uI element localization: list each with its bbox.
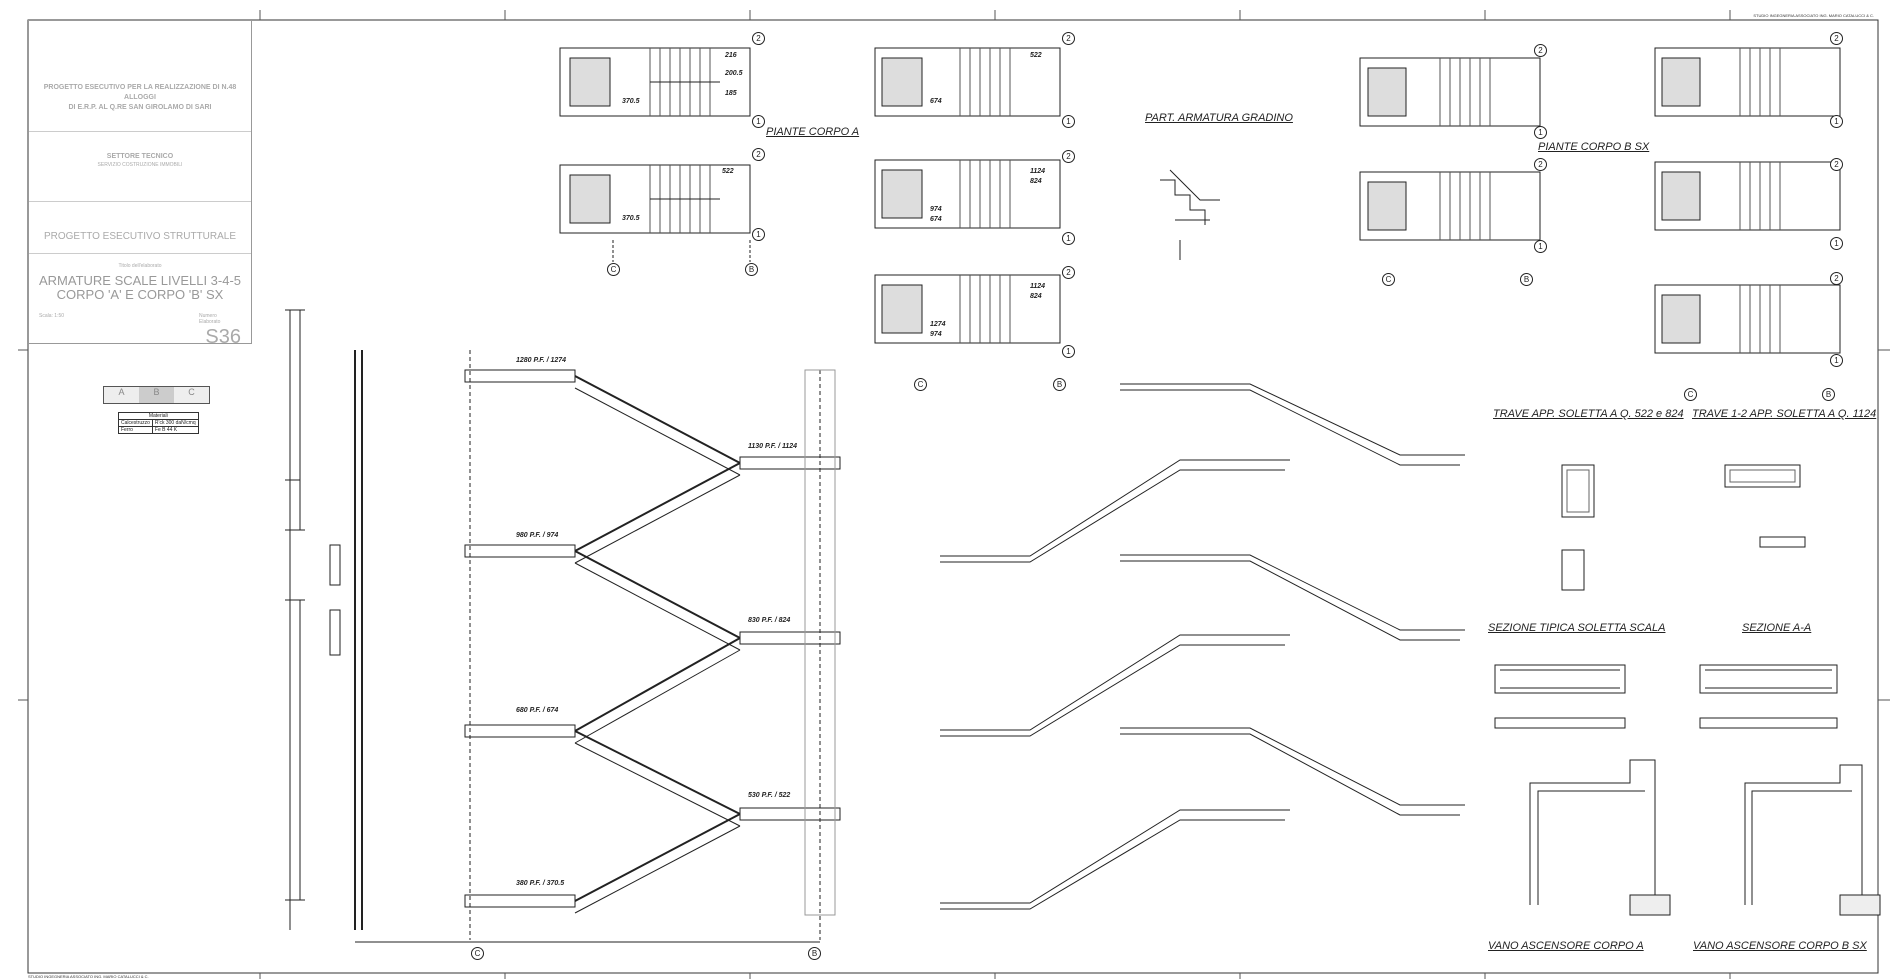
axis-marker: B (808, 947, 821, 960)
axis-marker: 1 (752, 115, 765, 128)
drawing-title-line2: CORPO 'A' E CORPO 'B' SX (56, 287, 224, 302)
axis-marker: 2 (1830, 158, 1843, 171)
axis-marker: 2 (1830, 32, 1843, 45)
label-vano-b: VANO ASCENSORE CORPO B SX (1693, 940, 1867, 952)
plan-level: 1124 (1030, 283, 1046, 290)
axis-marker: B (1520, 273, 1533, 286)
label-trave-1124: TRAVE 1-2 APP. SOLETTA A Q. 1124 (1692, 408, 1877, 420)
plan-level: 1124 (1030, 168, 1046, 175)
material-value: Fe B 44 K (151, 426, 199, 434)
elevation-674: 680 P.F. / 674 (516, 707, 559, 714)
studio-credit-top: STUDIO INGEGNERIA ASSOCIATO ING. MARIO C… (1753, 13, 1874, 18)
axis-marker: 1 (1062, 232, 1075, 245)
title-block: PROGETTO ESECUTIVO PER LA REALIZZAZIONE … (28, 20, 252, 348)
legend-section-a: A (118, 387, 125, 397)
axis-marker: C (471, 947, 484, 960)
label-piante-b: PIANTE CORPO B SX (1538, 141, 1650, 153)
plan-level: 522 (722, 168, 734, 175)
axis-marker: 1 (1062, 345, 1075, 358)
axis-marker: 2 (752, 32, 765, 45)
axis-marker: B (1053, 378, 1066, 391)
axis-marker: C (914, 378, 927, 391)
axis-marker: 2 (1062, 150, 1075, 163)
axis-marker: 2 (752, 148, 765, 161)
axis-marker: B (745, 263, 758, 276)
axis-marker: 2 (1062, 32, 1075, 45)
plan-level: 522 (1030, 52, 1042, 59)
axis-marker: 1 (1830, 115, 1843, 128)
gradino-detail (1160, 169, 1220, 260)
materials-title: Materiali (118, 412, 199, 420)
axis-marker: 2 (1534, 158, 1547, 171)
axis-marker: 2 (1534, 44, 1547, 57)
sector-title: SETTORE TECNICO (106, 153, 174, 160)
legend-section-c: C (188, 387, 195, 397)
axis-marker: 1 (1534, 126, 1547, 139)
axis-marker: C (607, 263, 620, 276)
axis-marker: C (1684, 388, 1697, 401)
elevation-1274: 1280 P.F. / 1274 (516, 357, 567, 364)
drawing-title-line1: ARMATURE SCALE LIVELLI 3-4-5 (38, 273, 242, 288)
label-vano-a: VANO ASCENSORE CORPO A (1488, 940, 1644, 952)
axis-marker: 1 (1830, 354, 1843, 367)
rebar-details (940, 383, 1465, 910)
plan-level: 974 (930, 206, 942, 213)
sheet-number: S36 (205, 326, 241, 348)
plan-b-col2 (1654, 47, 1841, 354)
axis-marker: 1 (752, 228, 765, 241)
plan-level: 185 (725, 90, 737, 97)
label-sezione-aa: SEZIONE A-A (1742, 622, 1812, 634)
title-label: Titolo dell'elaborato (118, 263, 162, 269)
plan-a-col1 (559, 47, 751, 262)
label-piante-a: PIANTE CORPO A (766, 126, 860, 138)
plan-level: 824 (1030, 293, 1042, 300)
plan-level: 216 (725, 52, 737, 59)
plan-level: 674 (930, 98, 942, 105)
section-legend: A B C (103, 386, 210, 404)
beam-sections (1494, 464, 1838, 729)
axis-marker: C (1382, 273, 1395, 286)
project-title: PROGETTO ESECUTIVO PER LA REALIZZAZIONE … (43, 84, 237, 111)
elevator-shafts (1529, 759, 1881, 916)
stair-section (285, 309, 841, 943)
legend-section-b: B (139, 387, 174, 403)
number-label: Numero Elaborato (199, 313, 221, 325)
label-part-armatura: PART. ARMATURA GRADINO (1145, 112, 1293, 124)
plan-level: 200.5 (725, 70, 743, 77)
label-sezione-tipica: SEZIONE TIPICA SOLETTA SCALA (1488, 622, 1666, 634)
axis-marker: 2 (1062, 266, 1075, 279)
elevation-1124: 1130 P.F. / 1124 (748, 443, 798, 450)
plan-level: 974 (930, 331, 942, 338)
elevation-522: 530 P.F. / 522 (748, 792, 791, 799)
elevation-824: 830 P.F. / 824 (748, 617, 791, 624)
plan-level: 824 (1030, 178, 1042, 185)
material-label: Ferro (118, 426, 153, 434)
axis-marker: 1 (1534, 240, 1547, 253)
studio-credit-bottom: STUDIO INGEGNERIA ASSOCIATO ING. MARIO C… (28, 974, 149, 979)
plan-level: 1274 (930, 321, 946, 328)
document-type: PROGETTO ESECUTIVO STRUTTURALE (43, 231, 237, 242)
plan-level: 674 (930, 216, 942, 223)
plan-level: 370.5 (622, 215, 640, 222)
material-value: R'ck 300 daN/cmq (151, 419, 199, 427)
scale-text: Scala: 1:50 (39, 313, 65, 319)
axis-marker: B (1822, 388, 1835, 401)
plan-a-col2 (874, 47, 1061, 344)
sector-subtitle: SERVIZIO COSTRUZIONE IMMOBILI (97, 162, 183, 168)
axis-marker: 2 (1830, 272, 1843, 285)
plan-level: 370.5 (622, 98, 640, 105)
elevation-370: 380 P.F. / 370.5 (516, 880, 565, 887)
material-label: Calcestruzzo (118, 419, 153, 427)
axis-marker: 1 (1830, 237, 1843, 250)
plan-b-col1 (1359, 57, 1541, 241)
label-trave-522: TRAVE APP. SOLETTA A Q. 522 e 824 (1493, 408, 1684, 420)
elevation-974: 980 P.F. / 974 (516, 532, 559, 539)
axis-marker: 1 (1062, 115, 1075, 128)
